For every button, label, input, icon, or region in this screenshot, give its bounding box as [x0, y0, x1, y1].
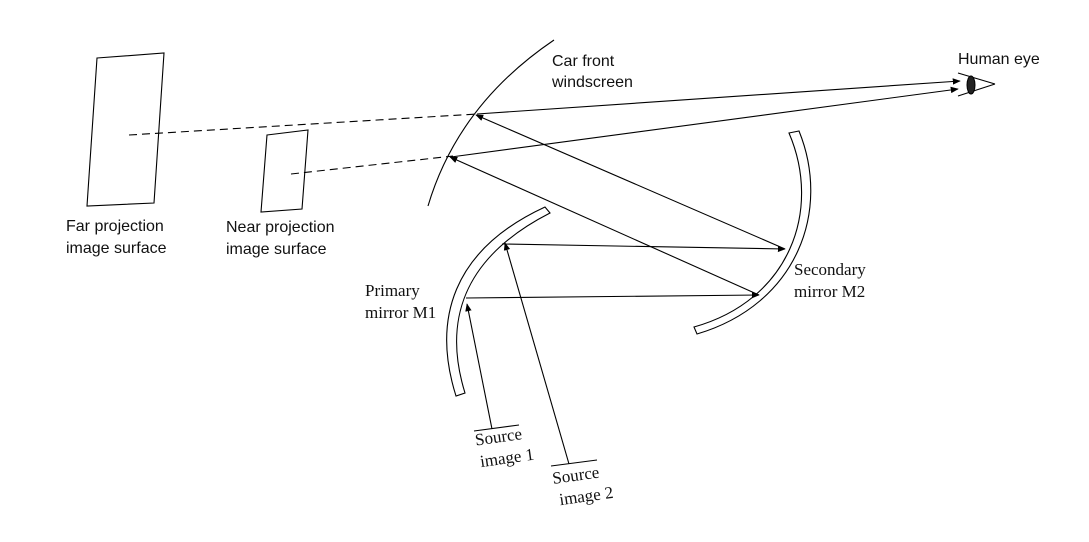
windscreen-curve	[427, 39, 555, 207]
label-near-projection-1: Near projection	[226, 219, 335, 236]
label-source1-2: image 1	[479, 445, 535, 471]
label-secondary-mirror-1: Secondary	[794, 260, 866, 279]
secondary-mirror-m2	[693, 130, 812, 335]
label-near-projection-2: image surface	[226, 241, 327, 258]
near-projection-surface	[260, 129, 309, 213]
ray-windscreen-to-eye-upper	[476, 78, 961, 115]
label-human-eye: Human eye	[958, 51, 1040, 68]
label-car-front: Car front	[552, 53, 615, 70]
ray-m1-to-m2-upper	[501, 243, 786, 253]
ray-source2-to-m1	[503, 242, 570, 465]
ray-m2-to-windscreen-lower	[449, 156, 760, 296]
ray-m2-to-windscreen-upper	[475, 114, 786, 250]
label-far-projection-1: Far projection	[66, 218, 164, 235]
label-far-projection-2: image surface	[66, 240, 167, 257]
label-source1-1: Source	[474, 424, 523, 449]
near-virtual-ray	[290, 155, 454, 175]
human-eye-icon	[957, 72, 996, 97]
label-source2-2: image 2	[558, 483, 614, 509]
label-secondary-mirror-2: mirror M2	[794, 282, 865, 301]
primary-mirror-m1	[446, 206, 551, 397]
label-windscreen-text: windscreen	[551, 74, 633, 91]
label-source2-1: Source	[551, 463, 600, 488]
label-primary-mirror-2: mirror M1	[365, 303, 436, 322]
ray-m1-to-m2-lower	[465, 291, 760, 299]
ray-windscreen-to-eye-lower	[450, 86, 959, 158]
source-image-1-plate	[473, 424, 520, 432]
source-image-2-plate	[550, 459, 598, 467]
far-projection-surface	[86, 52, 165, 207]
label-primary-mirror-1: Primary	[365, 281, 420, 300]
far-virtual-ray	[128, 113, 478, 136]
ray-source1-to-m1	[465, 303, 493, 430]
